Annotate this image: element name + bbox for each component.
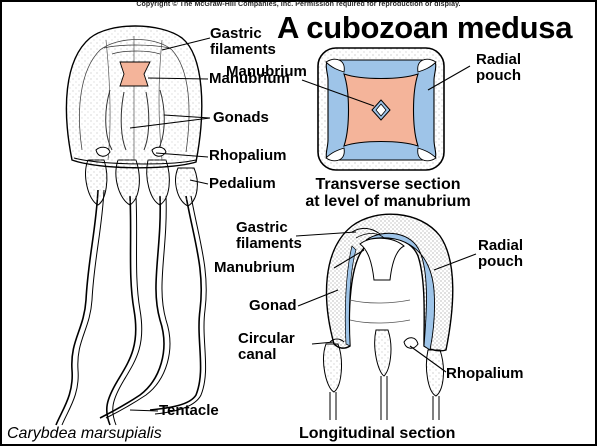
label-radial-pouch-longitudinal: Radial pouch xyxy=(478,238,523,270)
whole-medusa-drawing xyxy=(56,26,206,425)
tentacle-3 xyxy=(100,196,164,418)
label-gonad: Gonad xyxy=(249,298,297,314)
label-gonads: Gonads xyxy=(213,110,269,126)
caption-longitudinal-section: Longitudinal section xyxy=(299,425,455,443)
pedalium-right xyxy=(176,168,198,206)
label-manubrium-transverse: Manubrium xyxy=(226,64,307,80)
label-tentacle: Tentacle xyxy=(159,403,219,419)
label-gastric-filaments-longitudinal: Gastric filaments xyxy=(236,220,302,252)
tentacle-4 xyxy=(150,196,201,410)
rhopalium-whole xyxy=(96,147,110,156)
manubrium-longitudinal xyxy=(360,238,404,280)
label-radial-pouch-transverse: Radial pouch xyxy=(476,52,521,84)
label-circular-canal: Circular canal xyxy=(238,331,295,363)
caption-transverse-section: Transverse section at level of manubrium xyxy=(298,176,478,210)
label-gastric-filaments-whole: Gastric filaments xyxy=(210,26,276,58)
transverse-section-drawing xyxy=(318,48,444,170)
longitudinal-section-drawing xyxy=(324,214,453,420)
tentacle-2 xyxy=(107,196,136,425)
label-rhopalium-longitudinal: Rhopalium xyxy=(446,366,524,382)
label-manubrium-longitudinal: Manubrium xyxy=(214,260,295,276)
label-rhopalium-whole: Rhopalium xyxy=(209,148,287,164)
label-pedalium: Pedalium xyxy=(209,176,276,192)
caption-species: Carybdea marsupialis xyxy=(7,425,162,443)
